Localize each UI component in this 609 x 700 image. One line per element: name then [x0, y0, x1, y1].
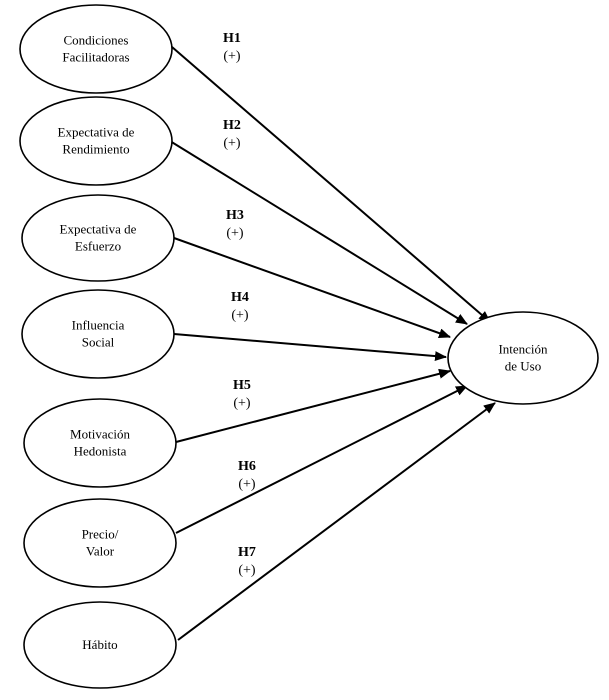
arrow-h1: [171, 46, 491, 323]
arrow-h3: [173, 237, 451, 338]
hypothesis-id: H2: [223, 118, 241, 133]
hypothesis-sign: (+): [238, 477, 256, 492]
arrow-h6: [175, 385, 468, 534]
hypothesis-label-h2: H2 (+): [223, 118, 241, 151]
node-label-line: de Uso: [505, 359, 541, 374]
node-label-line: Influencia: [72, 318, 125, 333]
node-label-line: Intención: [498, 342, 548, 357]
hypothesis-sign: (+): [226, 226, 244, 241]
hypothesis-label-h7: H7 (+): [238, 545, 256, 578]
node-ha: Hábito: [23, 601, 177, 689]
node-label-line: Motivación: [70, 427, 130, 442]
node-ellipse: [19, 96, 173, 186]
hypothesis-id: H5: [233, 378, 251, 393]
node-label-line: Precio/: [82, 527, 119, 542]
node-label-line: Condiciones: [64, 33, 129, 48]
arrow-h5: [175, 368, 451, 443]
node-label-line: Expectativa de: [58, 125, 135, 140]
node-label-line: Expectativa de: [60, 222, 137, 237]
hypothesis-id: H6: [238, 459, 256, 474]
hypothesis-label-h5: H5 (+): [233, 378, 251, 411]
arrow-h2: [169, 140, 468, 325]
hypothesis-sign: (+): [223, 49, 241, 64]
node-ellipse: [21, 194, 175, 282]
hypothesis-label-h1: H1 (+): [223, 31, 241, 64]
node-ellipse: [19, 4, 173, 94]
node-label-line: Social: [82, 335, 115, 350]
node-ee: Expectativa de Esfuerzo: [21, 194, 175, 282]
node-ellipse: [23, 601, 177, 689]
hypothesis-label-h4: H4 (+): [231, 290, 249, 323]
node-label-line: Rendimiento: [62, 142, 129, 157]
node-pv: Precio/Valor: [23, 498, 177, 588]
hypothesis-sign: (+): [231, 308, 249, 323]
hypothesis-id: H7: [238, 545, 256, 560]
hypothesis-labels: H1 (+) H2 (+) H3 (+) H4 (+) H5 (+) H6 (+) H7 (+): [223, 31, 256, 578]
hypothesis-sign: (+): [238, 563, 256, 578]
hypothesis-sign: (+): [233, 396, 251, 411]
node-ellipse: [23, 498, 177, 588]
hypothesis-id: H4: [231, 290, 249, 305]
arrow-h7: [177, 402, 496, 641]
node-ellipse: [23, 398, 177, 488]
node-iu: Intención de Uso: [447, 311, 599, 405]
hypothesis-id: H1: [223, 31, 241, 46]
node-label-line: Esfuerzo: [75, 239, 121, 254]
hypothesis-sign: (+): [223, 136, 241, 151]
node-ellipse: [447, 311, 599, 405]
hypothesis-label-h6: H6 (+): [238, 459, 256, 492]
node-ellipse: [21, 289, 175, 379]
arrow-h4: [173, 333, 447, 362]
node-label-line: Facilitadoras: [62, 50, 129, 65]
hypothesis-label-h3: H3 (+): [226, 208, 244, 241]
node-label-line: Hedonista: [74, 444, 127, 459]
node-er: Expectativa de Rendimiento: [19, 96, 173, 186]
node-label-line: Hábito: [82, 637, 117, 652]
hypothesis-id: H3: [226, 208, 244, 223]
node-label-line: Valor: [86, 544, 115, 559]
hypothesis-arrows: [169, 46, 496, 641]
